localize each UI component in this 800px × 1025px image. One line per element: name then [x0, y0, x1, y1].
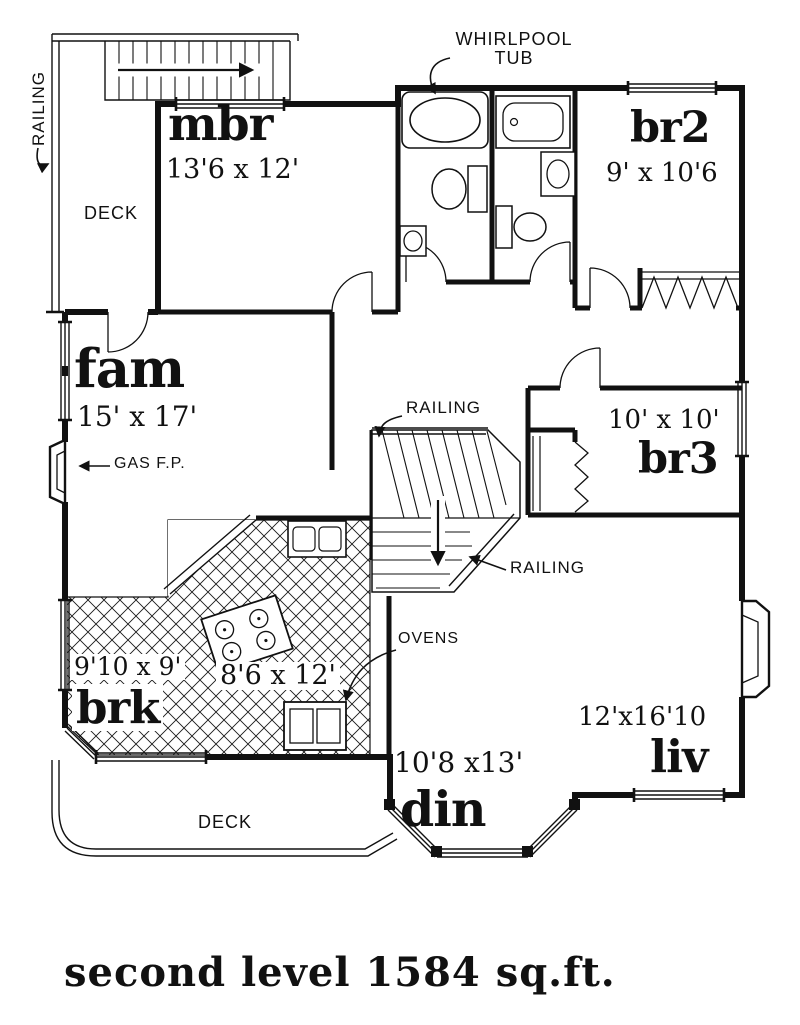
deck-railing-top-left	[46, 33, 299, 314]
toilet-bowl-2	[513, 212, 547, 242]
bath2-door	[529, 241, 571, 283]
gas-fp-label: GAS F.P.	[114, 455, 186, 472]
whirlpool-label-line1: WHIRLPOOL	[455, 29, 573, 49]
railing-label-mid: RAILING	[406, 398, 482, 417]
deck-stairs	[104, 41, 291, 101]
living-room-fireplace	[740, 599, 771, 699]
sink-1	[403, 230, 423, 252]
stair-railing-upper	[372, 427, 488, 435]
room-dims-mbr: 13'6 x 12'	[166, 154, 300, 185]
window-end-caps	[58, 81, 749, 802]
railing-top-leader	[36, 147, 50, 174]
door-swings	[107, 241, 631, 389]
railing-label-left: RAILING	[29, 70, 48, 146]
mbr-door	[331, 271, 373, 313]
corner-pantry-front	[163, 514, 257, 595]
room-dims-br2: 9' x 10'6	[606, 158, 718, 188]
room-dims-din: 10'8 x13'	[394, 746, 524, 779]
plan-caption: second level 1584 sq.ft.	[64, 949, 616, 996]
fireplaces	[48, 438, 771, 699]
ovens-label: OVENS	[398, 630, 460, 647]
deck-label-top: DECK	[84, 203, 139, 223]
railing-mid-leader	[374, 415, 403, 438]
room-label-br2: br2	[630, 103, 711, 153]
room-dims-liv: 12'x16'10	[578, 702, 707, 732]
deck-railing-bottom	[51, 760, 398, 857]
ovens-leader	[342, 649, 397, 702]
main-staircase	[371, 427, 521, 593]
closet-shelves	[532, 271, 740, 511]
bay-window-posts	[384, 799, 580, 857]
room-label-fam: fam	[74, 338, 185, 400]
kitchen-fixtures	[163, 514, 347, 751]
toilet-tank-1	[467, 165, 488, 213]
kitchen-sink-basin-left	[292, 526, 316, 552]
stair-railing-lower	[448, 513, 515, 587]
room-dims-br3: 10' x 10'	[608, 405, 720, 435]
railing-low-leader	[468, 554, 507, 571]
bathroom-fixtures	[399, 91, 576, 257]
deck-door	[107, 311, 149, 353]
br3-door	[559, 347, 601, 389]
whirlpool-label-line2: TUB	[494, 47, 534, 68]
double-ovens	[283, 701, 347, 751]
room-dims-fam: 15' x 17'	[77, 400, 198, 433]
bifold-closet-doors	[574, 275, 739, 513]
whirlpool-tub-label: WHIRLPOOL TUB	[444, 30, 584, 68]
room-dims-brk: 9'10 x 9'	[70, 653, 186, 681]
room-dims-kitchen: 8'6 x 12'	[216, 661, 340, 691]
room-label-mbr: mbr	[168, 97, 273, 152]
cooktop-island	[200, 594, 294, 674]
railing-label-low: RAILING	[510, 558, 586, 577]
toilet-tank-2	[495, 205, 513, 249]
room-label-brk: brk	[72, 684, 164, 731]
br2-door	[589, 267, 631, 309]
room-label-din: din	[400, 780, 487, 838]
leader-arrows	[36, 57, 507, 702]
room-label-br3: br3	[638, 434, 719, 484]
sink-2	[546, 159, 570, 189]
whirlpool-leader	[425, 57, 451, 95]
gas-fireplace	[48, 438, 67, 506]
tub-drain	[509, 117, 519, 127]
kitchen-sink-basin-right	[318, 526, 342, 552]
room-label-liv: liv	[650, 730, 708, 783]
deck-label-bottom: DECK	[198, 812, 253, 832]
toilet-bowl-1	[431, 168, 467, 210]
whirlpool-tub	[409, 97, 481, 143]
